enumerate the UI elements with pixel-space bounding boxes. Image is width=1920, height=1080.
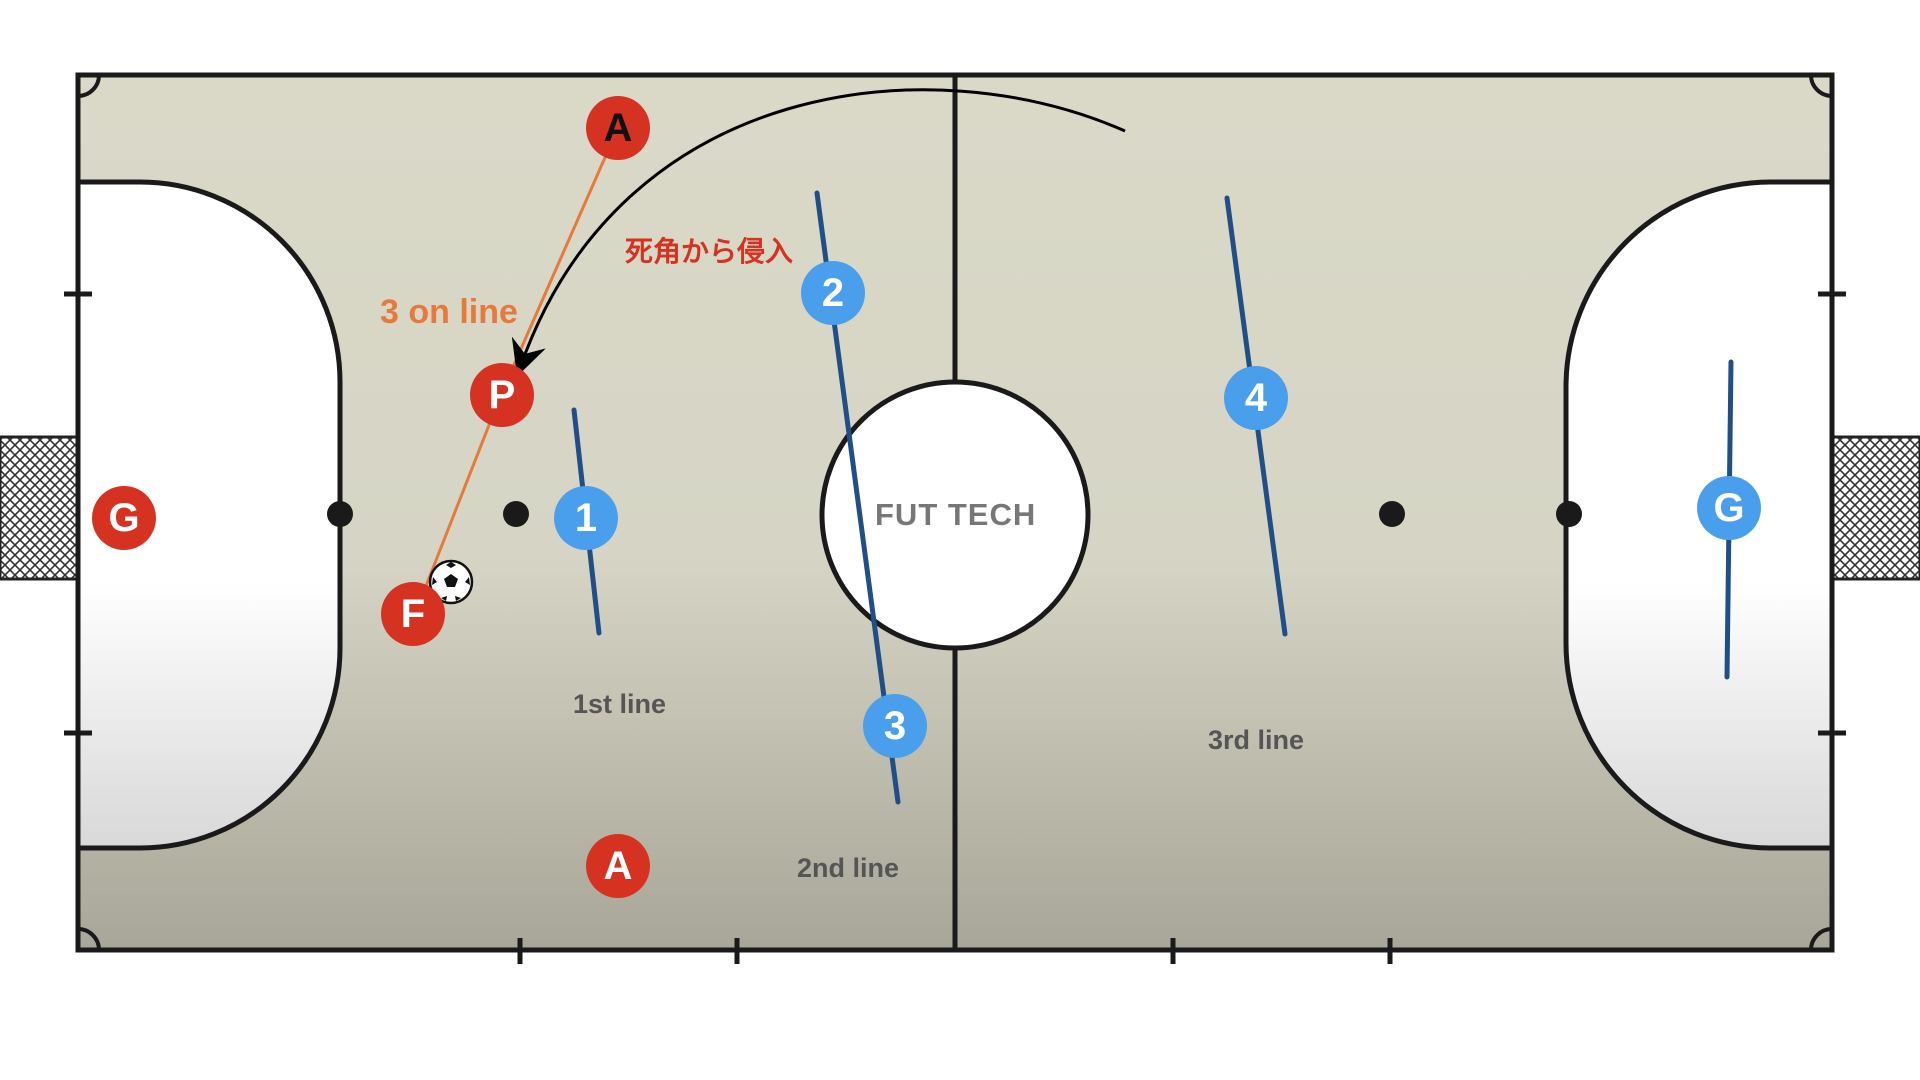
defender-goalkeeper: G (1697, 476, 1761, 540)
right-penalty-spot (1556, 501, 1582, 527)
third-line-label: 3rd line (1208, 725, 1305, 755)
defender-1-label: 1 (574, 495, 598, 540)
defender-2: 2 (801, 261, 865, 325)
blind-side-run-arrow (511, 88, 1126, 377)
left-penalty-spot (327, 501, 353, 527)
court-brand-logo: FUT TECH (875, 497, 1037, 532)
left-second-penalty-spot (503, 501, 529, 527)
attacker-pivot-label: P (488, 372, 516, 417)
pass-line-pivot-fixo (411, 391, 504, 620)
defender-4: 4 (1224, 366, 1288, 430)
three-on-line-label: 3 on line (380, 293, 518, 331)
attacker-ala-bottom-label: A (603, 843, 633, 888)
defender-4-label: 4 (1244, 375, 1268, 420)
right-second-penalty-spot (1379, 501, 1405, 527)
left-goal-net (0, 435, 80, 581)
attacker-goalkeeper-label: G (108, 495, 140, 540)
left-penalty-area (75, 179, 343, 851)
right-goal-net (1830, 435, 1920, 581)
attacker-fixo: F (381, 582, 445, 646)
attacker-pivot: P (470, 363, 534, 427)
soccer-ball-icon (428, 559, 474, 605)
defender-3-label: 3 (883, 703, 907, 748)
blind-side-entry-label: 死角から侵入 (625, 235, 794, 268)
attacker-ala-bottom: A (586, 834, 650, 898)
attacker-fixo-label: F (400, 591, 426, 636)
defender-1: 1 (554, 486, 618, 550)
attacker-goalkeeper: G (92, 486, 156, 550)
attacker-ala-top-label: A (603, 105, 633, 150)
first-line-label: 1st line (573, 689, 667, 719)
defender-2-label: 2 (821, 270, 845, 315)
defender-goalkeeper-label: G (1713, 485, 1745, 530)
defender-3: 3 (863, 694, 927, 758)
center-circle (819, 379, 1091, 651)
attacker-ala-top: A (586, 96, 650, 160)
second-line-label: 2nd line (797, 853, 900, 883)
